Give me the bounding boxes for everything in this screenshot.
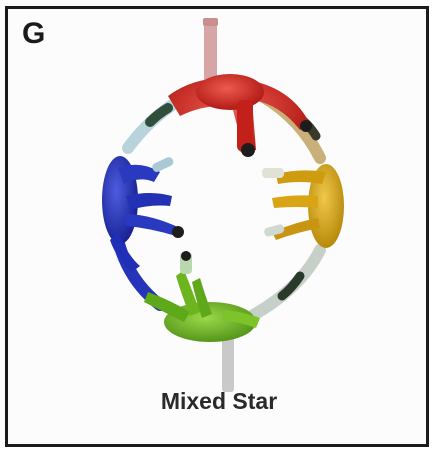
green-unit (144, 251, 260, 342)
figure-caption: Mixed Star (0, 388, 438, 415)
red-unit (168, 74, 312, 157)
yellow-unit (262, 164, 344, 248)
blue-unit (102, 156, 184, 272)
